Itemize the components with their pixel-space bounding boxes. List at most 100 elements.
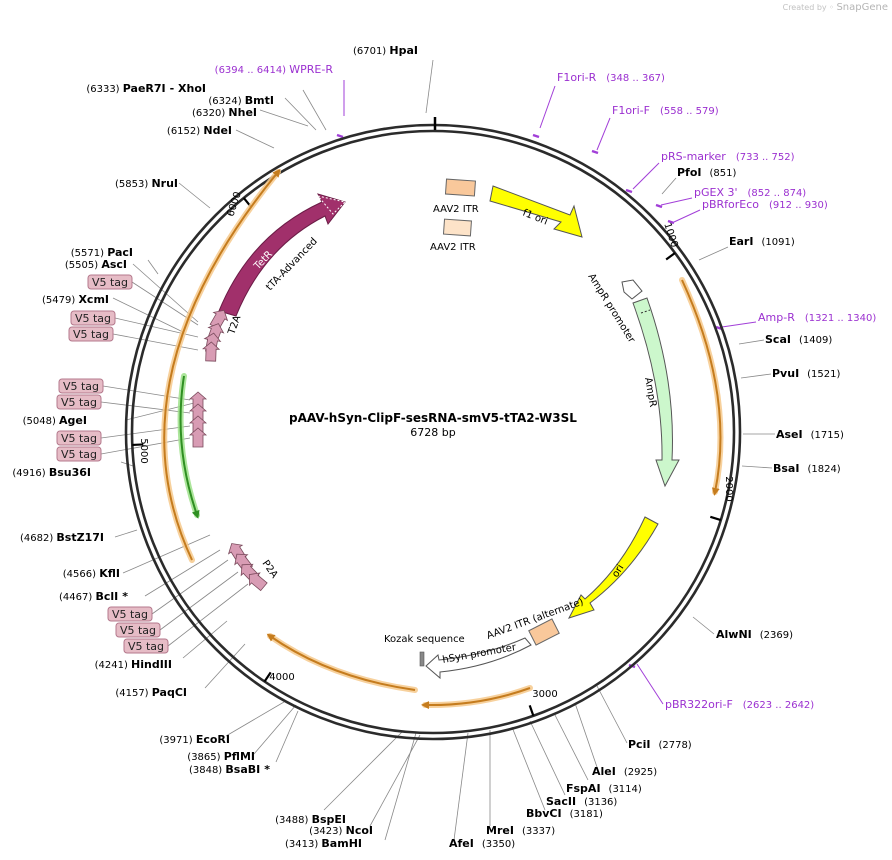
site-position: (2925) xyxy=(624,767,657,778)
v5-tag-label: V5 tag xyxy=(61,396,97,409)
site-name: EcoRI xyxy=(196,733,230,746)
v5-tag-bg xyxy=(87,274,133,290)
v5-tag-box[interactable]: V5 tag xyxy=(56,430,102,446)
v5-tag-bg xyxy=(107,606,153,622)
site-label[interactable]: SacII(3136) xyxy=(546,795,617,808)
site-label[interactable]: PciI(2778) xyxy=(628,738,692,751)
site-label[interactable]: (4682) BstZ17I xyxy=(20,531,104,544)
site-name: BstZ17I xyxy=(56,531,104,544)
primer-range: (348 .. 367) xyxy=(606,73,665,84)
site-label[interactable]: AlwNI(2369) xyxy=(716,628,793,641)
site-label[interactable]: (6333) PaeR7I- XhoI xyxy=(86,82,206,95)
site-label[interactable]: (6324) BmtI xyxy=(208,94,274,107)
p2a-label: P2A xyxy=(260,558,280,580)
site-position: (4467) xyxy=(59,592,95,603)
primer-name: pGEX 3' xyxy=(694,186,738,199)
site-name: PaqCI xyxy=(152,686,187,699)
primer-label[interactable]: pGEX 3'(852 .. 874) xyxy=(694,186,806,199)
site-label[interactable]: FspAI(3114) xyxy=(566,782,642,795)
v5-tag-box[interactable]: V5 tag xyxy=(56,446,102,462)
aav2-itr-alt-feature: AAV2 ITR (alternate) xyxy=(485,597,585,646)
v5-tag-box[interactable]: V5 tag xyxy=(115,622,161,638)
v5-tag-box[interactable]: V5 tag xyxy=(68,326,114,342)
site-leader xyxy=(511,726,546,811)
orf-arrows xyxy=(161,168,724,710)
v5-tag-box[interactable]: V5 tag xyxy=(123,638,169,654)
site-label[interactable]: (4157) PaqCI xyxy=(115,686,187,699)
tick-mark xyxy=(665,252,676,261)
primer-name: F1ori-R xyxy=(557,71,597,84)
primer-label[interactable]: pRS-marker(733 .. 752) xyxy=(661,150,795,163)
site-name: BclI xyxy=(95,590,118,603)
v5-tag-box[interactable]: V5 tag xyxy=(107,606,153,622)
site-leader xyxy=(453,732,469,841)
primer-label[interactable]: F1ori-F(558 .. 579) xyxy=(612,104,719,117)
p2a-feature: P2A xyxy=(260,558,280,580)
site-position: (6701) xyxy=(353,46,389,57)
primer-label[interactable]: pBR322ori-F(2623 .. 2642) xyxy=(665,698,814,711)
site-position: (6333) xyxy=(86,84,122,95)
primer-label[interactable]: F1ori-R (348 .. 367) xyxy=(557,71,665,84)
site-label[interactable]: (3423) NcoI xyxy=(309,824,373,837)
primer-leader xyxy=(636,663,664,705)
site-leader xyxy=(738,339,765,345)
v5-tag-box[interactable]: V5 tag xyxy=(58,378,104,394)
site-position: (6320) xyxy=(192,108,228,119)
site-leader xyxy=(144,549,221,597)
site-label[interactable]: (3865) PflMI xyxy=(187,750,255,763)
aav2-itr-second-label: AAV2 ITR xyxy=(430,242,476,253)
v5-tag-box[interactable]: V5 tag xyxy=(70,310,116,326)
site-position: (5479) xyxy=(42,295,78,306)
site-label[interactable]: MreI(3337) xyxy=(486,824,555,837)
primer-name: pRS-marker xyxy=(661,150,726,163)
primer-label[interactable]: Amp-R(1321 .. 1340) xyxy=(758,311,876,324)
v5-tag-box[interactable]: V5 tag xyxy=(56,394,102,410)
v5-tag-label: V5 tag xyxy=(120,624,156,637)
primer-label[interactable]: pBRforEco(912 .. 930) xyxy=(702,198,828,211)
site-label[interactable]: (6701) HpaI xyxy=(353,44,418,57)
v5-tag-bg xyxy=(115,622,161,638)
site-label[interactable]: BbvCI(3181) xyxy=(526,807,603,820)
site-label[interactable]: BsaI(1824) xyxy=(773,462,841,475)
site-position: (851) xyxy=(710,168,737,179)
site-name: BspEI xyxy=(312,813,346,826)
site-label[interactable]: (5505) AscI xyxy=(65,258,127,271)
site-label[interactable]: (4566) KflI xyxy=(63,567,120,580)
site-label[interactable]: (4241) HindIII xyxy=(95,658,172,671)
site-label[interactable]: (4916) Bsu36I xyxy=(12,466,91,479)
site-label[interactable]: (3413) BamHI xyxy=(285,837,362,850)
site-label[interactable]: (3971) EcoRI xyxy=(159,733,230,746)
site-label[interactable]: (6320) NheI xyxy=(192,106,257,119)
site-label[interactable]: (6152) NdeI xyxy=(167,124,232,137)
site-label[interactable]: AleI(2925) xyxy=(592,765,657,778)
site-label[interactable]: (5479) XcmI xyxy=(42,293,109,306)
site-label[interactable]: AfeI(3350) xyxy=(449,837,515,850)
v5-tag-box[interactable]: V5 tag xyxy=(87,274,133,290)
site-label[interactable]: ScaI(1409) xyxy=(765,333,832,346)
site-label[interactable]: PvuI(1521) xyxy=(772,367,841,380)
site-label[interactable]: (5571) PacI xyxy=(71,246,133,259)
site-label[interactable]: (4467) BclI * xyxy=(59,590,128,603)
site-leader xyxy=(554,714,589,781)
site-leader xyxy=(147,259,159,275)
orf-arrow-left-halo xyxy=(161,169,281,563)
site-leader xyxy=(204,643,246,689)
primer-label[interactable]: (6394 .. 6414) WPRE-R xyxy=(215,63,334,76)
primer-name: pBR322ori-F xyxy=(665,698,733,711)
site-label[interactable]: (5853) NruI xyxy=(115,177,178,190)
primer-name: Amp-R xyxy=(758,311,795,324)
v5-tag-label: V5 tag xyxy=(61,448,97,461)
site-name: EarI xyxy=(729,235,753,248)
primer-leader xyxy=(673,209,701,223)
site-label[interactable]: AseI(1715) xyxy=(776,428,844,441)
site-label[interactable]: (3488) BspEI xyxy=(275,813,346,826)
site-position: (2369) xyxy=(760,630,793,641)
site-mark: * xyxy=(122,590,128,603)
site-label[interactable]: (3848) BsaBI* xyxy=(189,763,270,776)
site-label[interactable]: (5048) AgeI xyxy=(23,414,87,427)
tag-leader xyxy=(151,559,229,615)
site-label[interactable]: PfoI(851) xyxy=(677,166,736,179)
site-label[interactable]: EarI(1091) xyxy=(729,235,795,248)
site-position: (3181) xyxy=(570,809,603,820)
site-position: (3114) xyxy=(609,784,642,795)
